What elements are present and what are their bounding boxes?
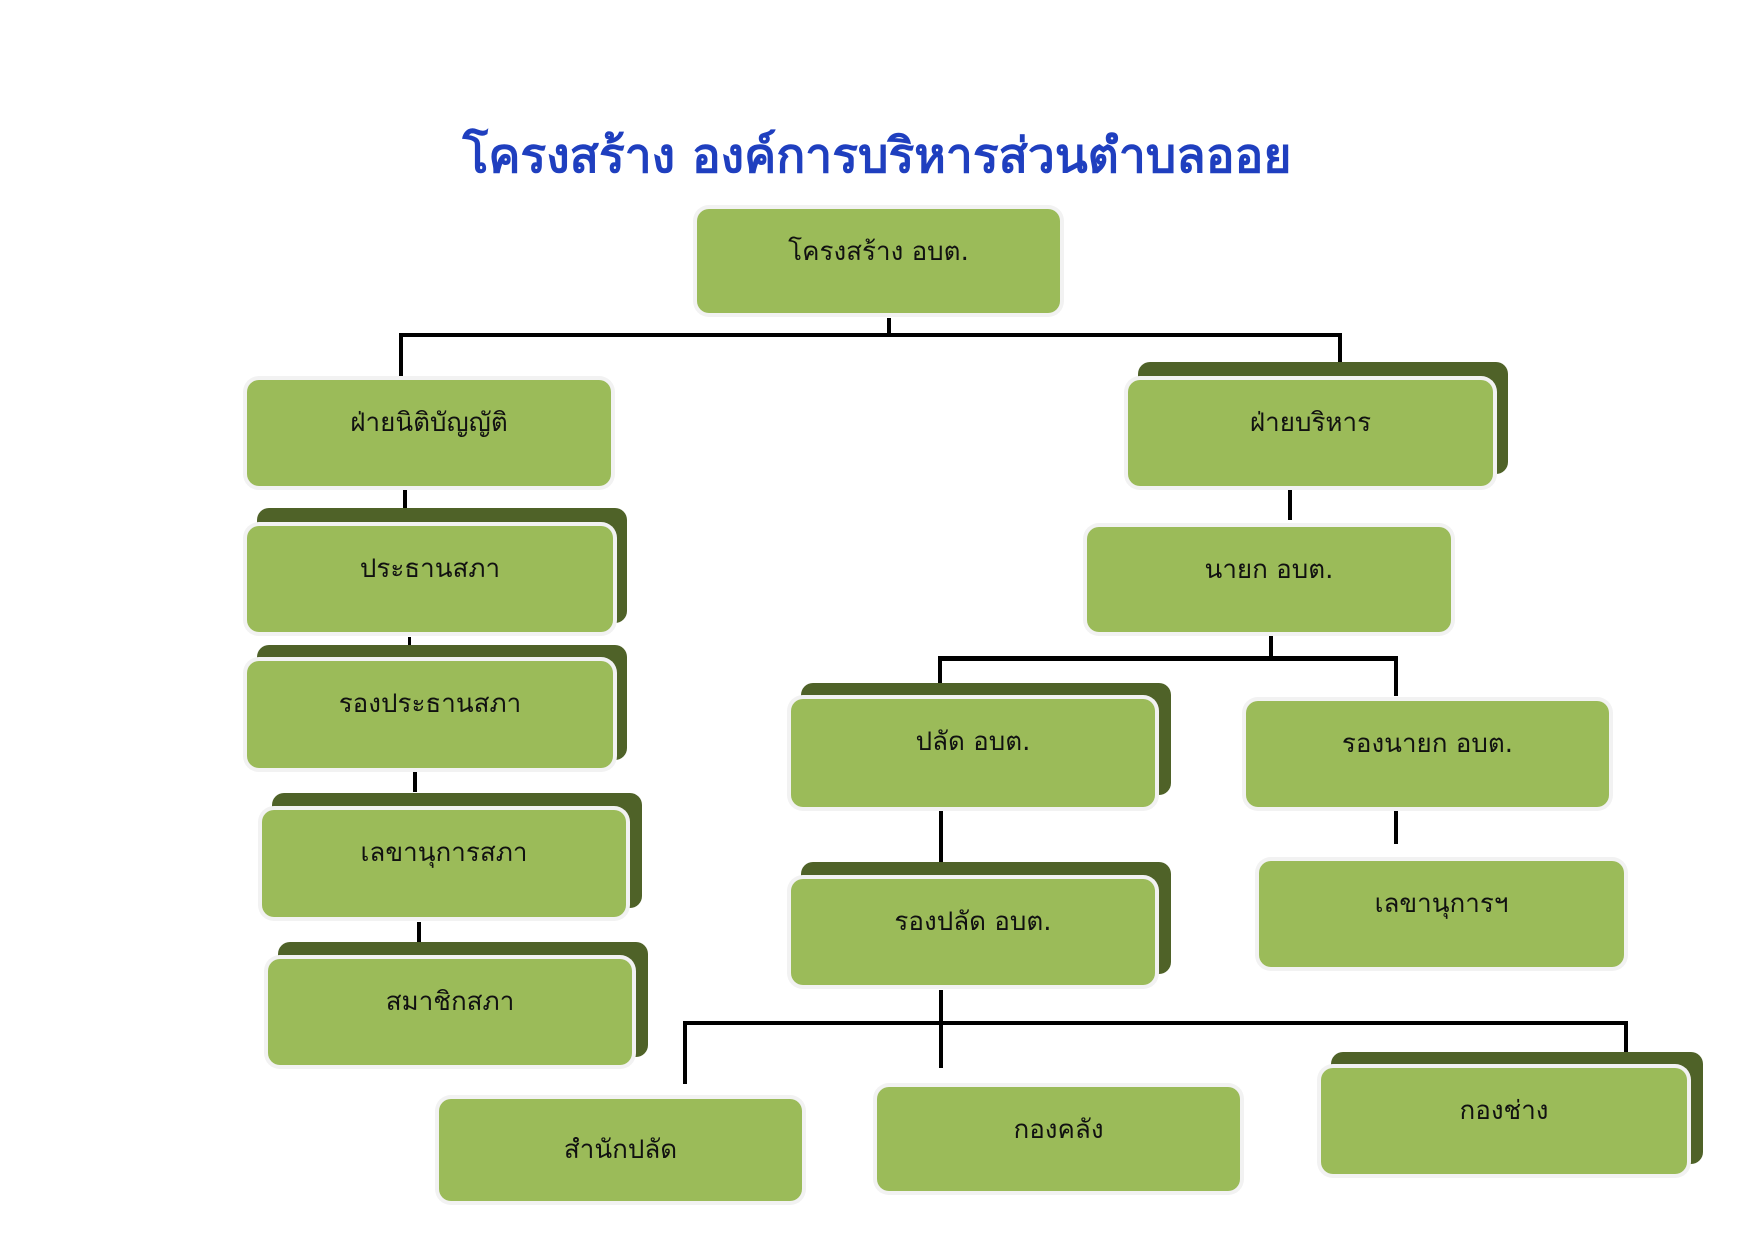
- connector: [417, 922, 421, 942]
- node-deputy-chief-admin: รองปลัด อบต.: [791, 879, 1155, 985]
- chart-title: โครงสร้าง องค์การบริหารส่วนตำบลออย: [462, 128, 1292, 184]
- connector: [683, 1021, 687, 1084]
- connector: [938, 656, 942, 686]
- node-deputy-mayor: รองนายก อบต.: [1246, 701, 1609, 807]
- node-council-secretary: เลขานุการสภา: [262, 810, 626, 917]
- connector: [1394, 656, 1398, 696]
- node-executive: ฝ่ายบริหาร: [1128, 380, 1493, 486]
- connector: [408, 637, 411, 647]
- connector: [1624, 1021, 1628, 1053]
- node-finance-division: กองคลัง: [877, 1087, 1240, 1191]
- connector: [683, 1021, 1628, 1025]
- node-council-vice-president: รองประธานสภา: [247, 661, 613, 768]
- connector: [939, 811, 943, 863]
- node-council-members: สมาชิกสภา: [268, 959, 632, 1065]
- node-legislative: ฝ่ายนิติบัญญัติ: [247, 380, 611, 486]
- connector: [887, 318, 891, 336]
- node-office-of-chief: สำนักปลัด: [439, 1099, 802, 1201]
- connector: [413, 772, 417, 792]
- connector: [1394, 811, 1398, 844]
- connector: [939, 990, 943, 1068]
- connector: [399, 333, 403, 378]
- node-chief-admin: ปลัด อบต.: [791, 699, 1155, 807]
- node-mayor: นายก อบต.: [1087, 527, 1451, 632]
- node-engineering-division: กองช่าง: [1321, 1068, 1687, 1174]
- connector: [399, 333, 1342, 337]
- connector: [1269, 636, 1273, 658]
- node-council-president: ประธานสภา: [247, 526, 613, 632]
- connector: [1338, 333, 1342, 365]
- connector: [1288, 490, 1292, 520]
- connector: [403, 490, 407, 510]
- connector: [938, 656, 1398, 661]
- node-mayor-secretary: เลขานุการฯ: [1259, 861, 1624, 967]
- node-root: โครงสร้าง อบต.: [697, 209, 1060, 313]
